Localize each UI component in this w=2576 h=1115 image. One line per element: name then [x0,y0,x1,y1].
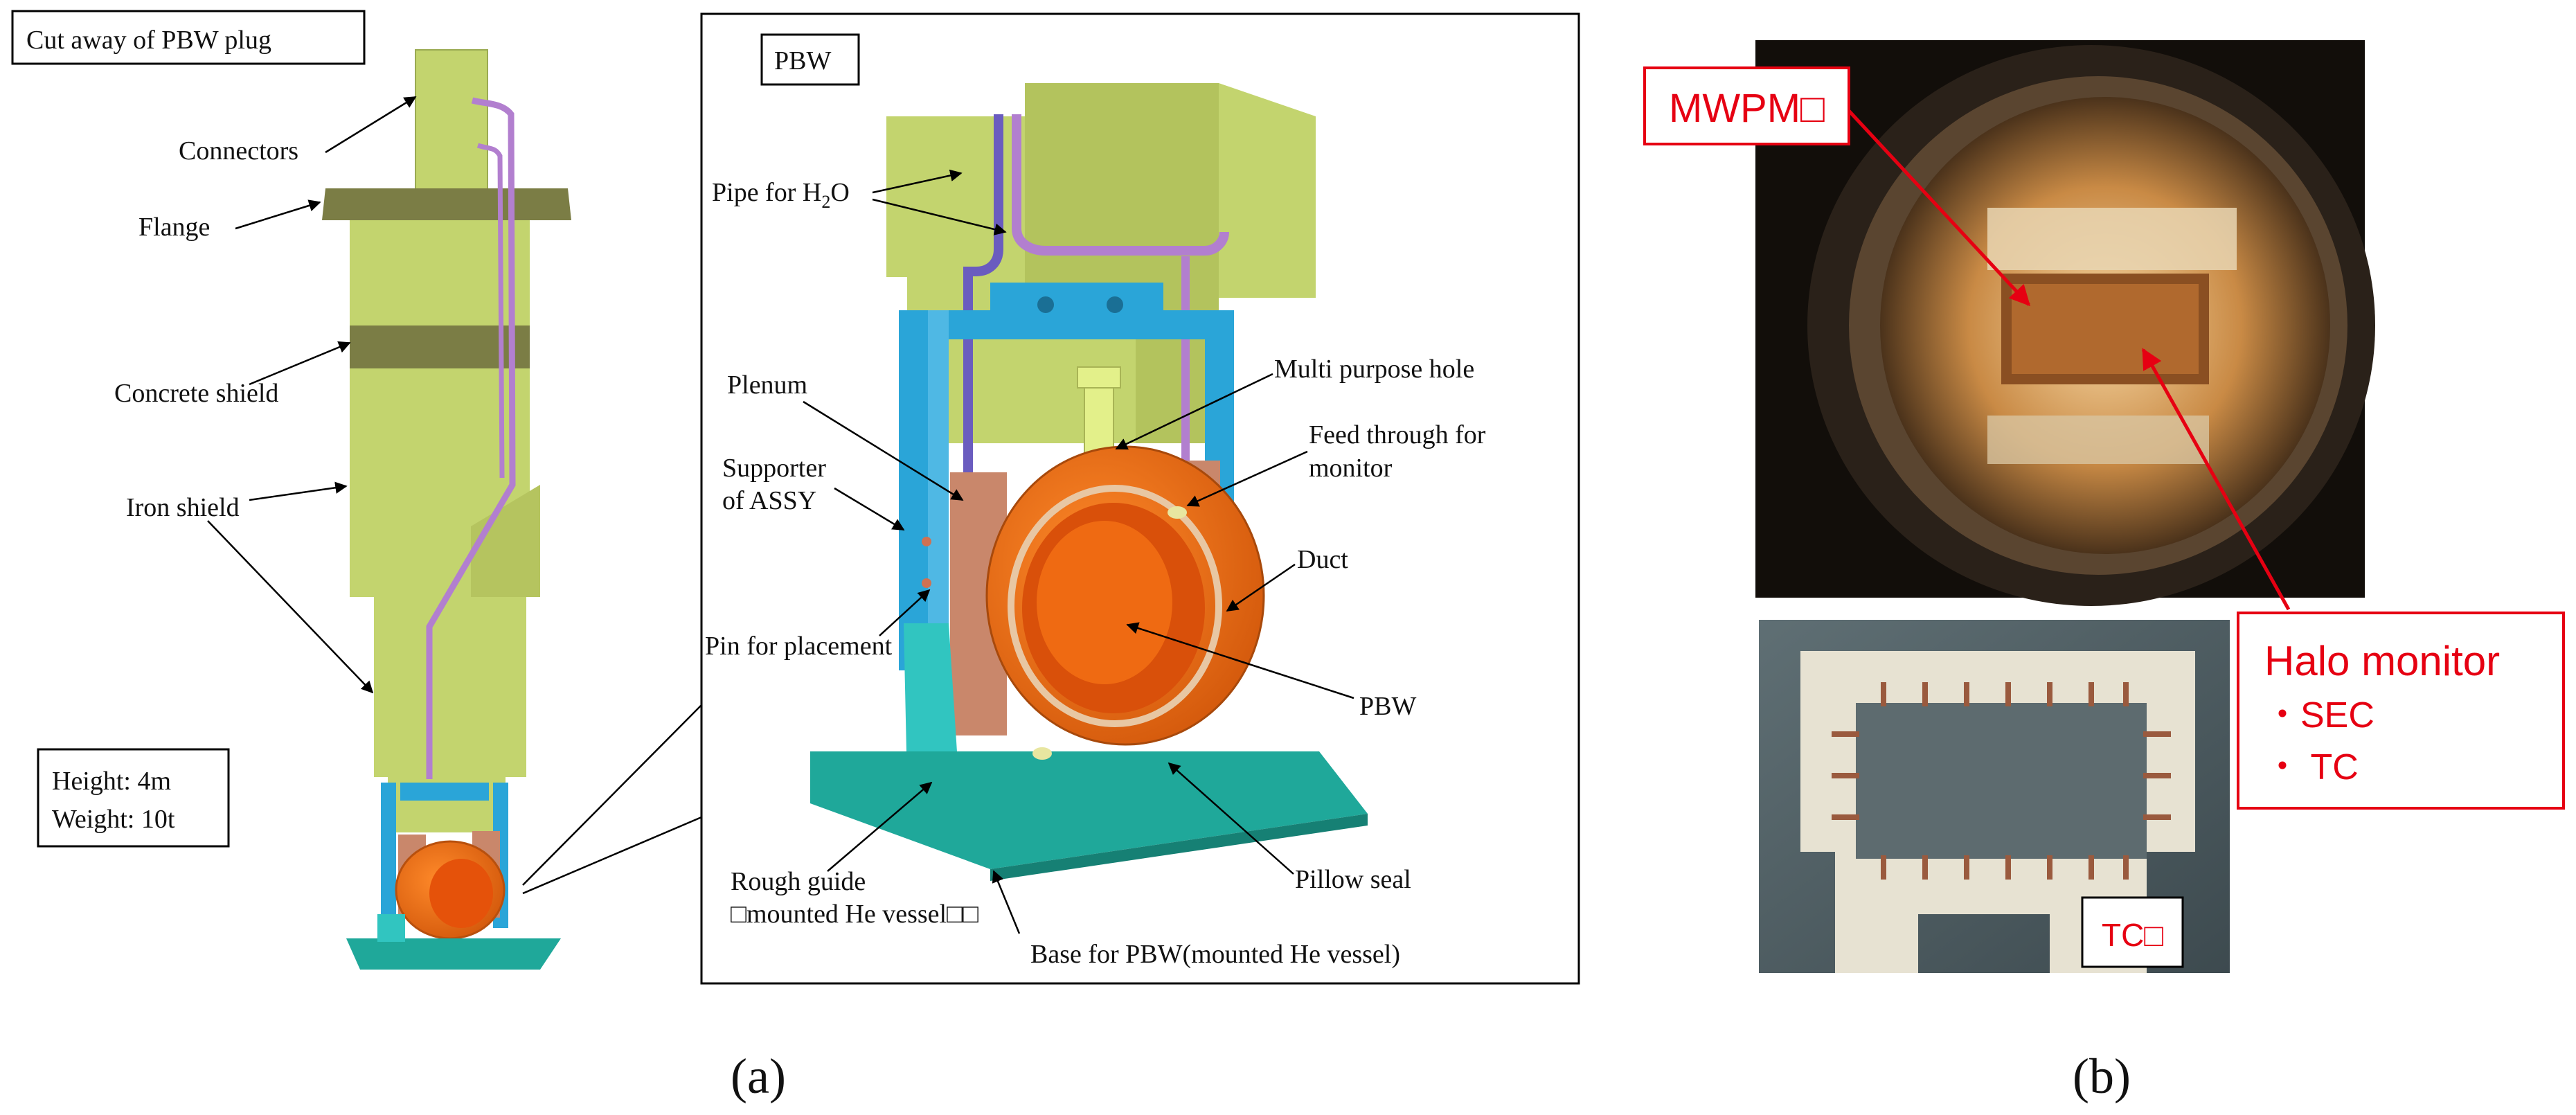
iron-shield-step [471,485,540,597]
pbw-base-edge [990,814,1368,881]
pbw-base [810,751,1368,869]
support-bracket [990,283,1163,324]
feed-knob-1 [1032,747,1052,760]
panel-a-title: Cut away of PBW plug [26,26,271,55]
arrow-flange [235,199,321,230]
pbw-inset: PBW [700,12,1580,985]
water-pipe-return [476,143,505,479]
arrow-base [992,870,1021,934]
halo-monitor-item-sec: ・SEC [2264,695,2374,735]
placement-pin-2 [922,578,931,588]
label-multi-hole: Multi purpose hole [1274,355,1474,384]
spec-height: Height: 4m [52,767,171,796]
multi-purpose-cap [1077,366,1121,389]
spec-weight: Weight: 10t [52,805,175,834]
pipe-2 [1012,114,1229,256]
cable-bundle-bottom [1987,416,2209,464]
lower-shield [374,597,526,777]
zoom-line-upper [522,704,702,886]
pbw-window-inner [1037,521,1172,684]
label-connectors: Connectors [179,136,298,166]
label-iron-shield: Iron shield [126,493,240,522]
arrow-rough [827,781,933,872]
caption-a: (a) [731,1049,786,1104]
label-pipe: Pipe for H2O [712,178,850,212]
inset-title-box [760,33,860,86]
tc-label: TC□ [2102,917,2163,953]
halo-monitor-box [2237,612,2565,810]
water-pipe [426,97,516,779]
tc-photo [1759,620,2230,973]
pbw-drawing [810,83,1368,881]
zoom-line-lower [522,816,702,895]
support-left [381,783,396,928]
arrow-feed [1186,450,1308,507]
mwpm-wires [2012,284,2199,374]
label-plenum: Plenum [727,371,807,400]
bolt-2 [1107,296,1123,313]
tc-label-box [2081,896,2184,968]
halo-monitor-title: Halo monitor [2264,638,2500,684]
pipe-1 [963,114,1003,478]
arrow-pillow [1168,762,1294,875]
pillow-seal-ring [1008,485,1222,727]
placement-pin-1 [922,537,931,546]
arrow-pipe-1 [872,169,963,194]
label-pbw: PBW [1359,692,1416,721]
feed-knob-2 [1168,506,1187,519]
arrow-connectors [325,96,417,154]
tc-aperture [1856,703,2147,859]
cable-bundle-top [1987,208,2237,270]
label-rough-1: Rough guide [731,867,866,896]
label-rough-2: □mounted He vessel□□ [731,900,978,929]
arrow-supporter [834,487,905,531]
bolt-1 [1037,296,1054,313]
label-feed-2: monitor [1309,454,1393,483]
label-pin: Pin for placement [705,632,893,661]
arrow-concrete-shield [249,341,351,386]
duct-small-inner [429,859,493,928]
label-base: Base for PBW(mounted He vessel) [1030,940,1400,969]
label-supporter-1: Supporter [722,454,826,483]
label-duct: Duct [1297,545,1348,574]
support-left-face [928,310,949,629]
arrow-pbw [1126,622,1354,699]
arrow-pipe-2 [872,198,1007,235]
panel-a-title-box [11,10,366,65]
arrow-duct [1226,563,1296,612]
base-small [346,938,561,970]
halo-monitor-item-tc: ・ TC [2264,747,2359,787]
rough-guide [904,623,959,784]
label-pillow: Pillow seal [1295,865,1411,894]
specs-box [37,748,230,848]
arrow-iron-shield-2 [207,520,374,694]
pbw-plug-drawing [322,49,571,970]
shield-block-side [1025,83,1219,443]
arrow-plenum [803,400,964,501]
label-supporter-2: of ASSY [722,486,816,515]
arrow-mwpm [1848,109,2031,307]
tc-sensors [1832,682,2171,880]
arrow-iron-shield-1 [249,481,348,501]
arrow-pin [879,589,931,636]
mwpm-label: MWPM□ [1669,86,1825,131]
arrow-multi-hole [1115,373,1273,450]
support-top [400,783,489,801]
caption-b: (b) [2073,1049,2131,1104]
arrow-halo-monitor [2141,348,2291,611]
chamber-photo [1755,40,2375,606]
connector-block [415,49,488,196]
support-left [899,310,928,670]
panel-b: MWPM□ TC□ Halo monitor ・SEC ・ TC ( [1643,40,2565,1104]
mwpm-label-box [1643,66,1850,145]
panel-a: Cut away of PBW plug Connectors Flang [11,10,786,1104]
inset-title: PBW [774,46,831,75]
rough-guide-small [377,914,405,942]
flange-plate [322,188,571,220]
label-feed-1: Feed through for [1309,420,1486,449]
label-flange: Flange [138,213,210,242]
